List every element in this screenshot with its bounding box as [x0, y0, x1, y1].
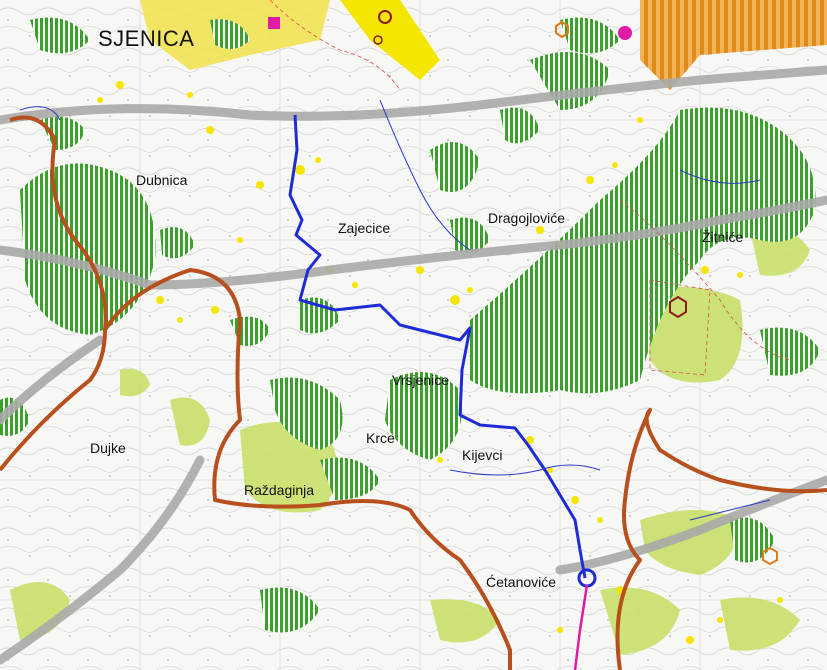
planned-route [288, 114, 587, 579]
place-label-dubnica: Dubnica [136, 172, 188, 188]
airfield-strip [340, 0, 440, 80]
place-label-zajecice: Zajecice [338, 220, 391, 236]
red-boundaries [269, 0, 791, 376]
hexagon-marker-orange [762, 546, 778, 566]
municipal-border [0, 115, 827, 670]
forests [0, 17, 820, 633]
circle-marker-small [373, 35, 383, 45]
hexagon-marker-orange-top [555, 20, 569, 39]
place-label-dujke: Dujke [90, 440, 126, 456]
magenta-line [573, 584, 589, 670]
roads [0, 65, 827, 665]
place-label-razdaginja: Raždaginja [244, 482, 315, 498]
hexagon-marker-dark [669, 295, 687, 319]
place-label-cetanovice: Ćetanoviće [486, 574, 557, 590]
place-label-kijevci: Kijevci [462, 447, 503, 463]
magenta-square-marker [268, 17, 280, 29]
place-label-sjenica: SJENICA [98, 26, 195, 51]
magenta-circle-marker [618, 26, 632, 40]
circle-marker-dark [378, 10, 392, 24]
place-label-vrsjenice: Vrsjenice [392, 372, 450, 388]
streams [19, 99, 771, 521]
place-label-zitnice: Žitniće [702, 229, 744, 245]
place-label-krce: Krce [366, 430, 395, 446]
quarry-area [640, 0, 827, 90]
place-label-dragojlovice: Dragojloviće [488, 210, 566, 226]
